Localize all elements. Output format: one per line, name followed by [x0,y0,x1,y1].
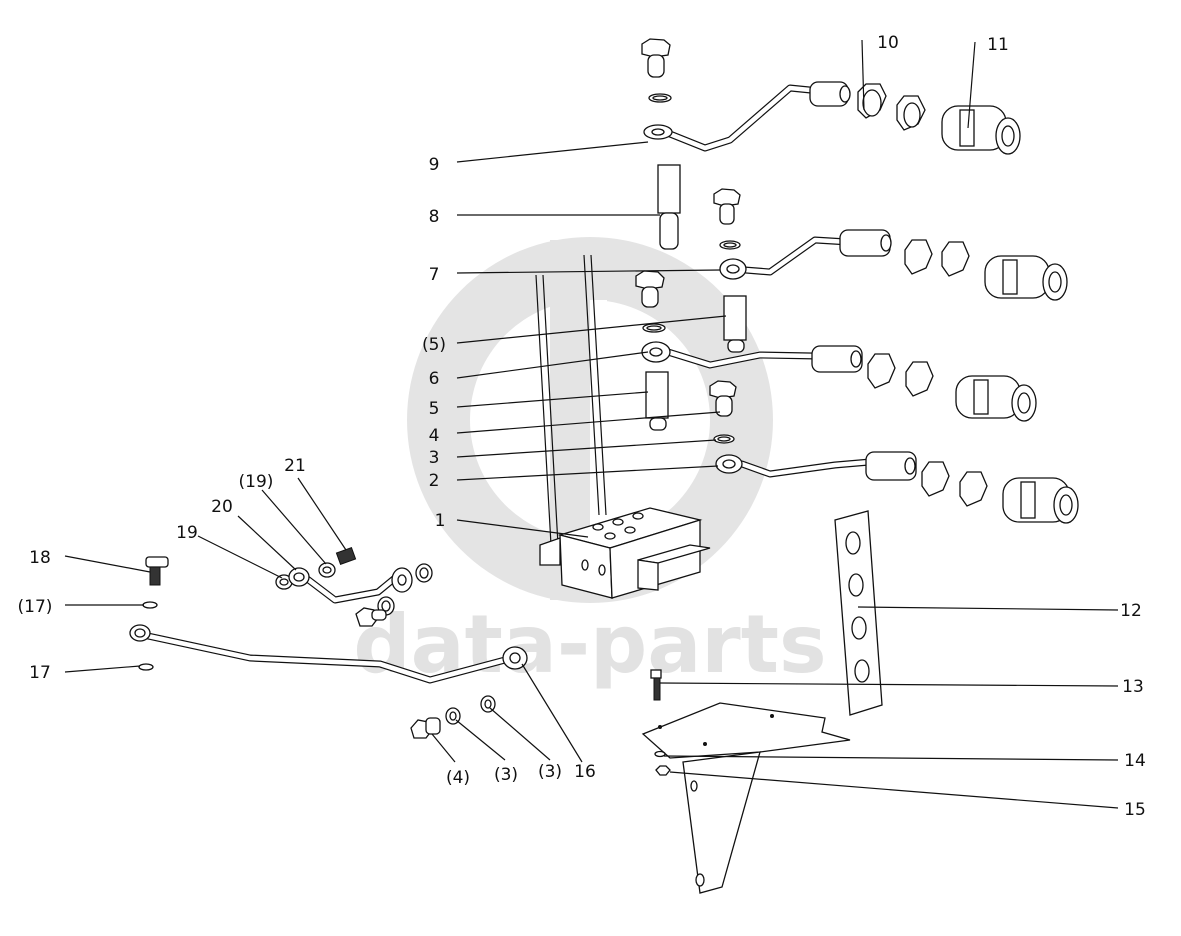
callout-21: 21 [284,456,306,476]
banjo-bolt-top [641,38,672,103]
callout-1: 1 [435,511,446,531]
bolt-4-bottom [410,695,496,739]
callout-13: 13 [1122,677,1144,697]
callout-11: 11 [987,35,1009,55]
watermark-text: data-parts [353,598,826,691]
callout-18: 18 [29,548,51,568]
callout-15: 15 [1124,800,1146,820]
callout-20: 20 [211,497,233,517]
pipe-9 [643,81,1021,155]
callout-7: 7 [429,265,440,285]
callout-3: 3 [429,448,440,468]
pipe-7 [719,229,1068,301]
pipe-left-upper [275,546,433,627]
callout-14: 14 [1124,751,1146,771]
bolt-13 [650,669,671,776]
callout-10: 10 [877,33,899,53]
callout-16: 16 [574,762,596,782]
pipe-2 [715,451,1079,524]
callout-4-paren: (4) [446,768,470,788]
bracket-12 [641,510,883,894]
callout-5: 5 [429,399,440,419]
callout-2: 2 [429,471,440,491]
callout-labels: 1 2 3 4 5 6 (5) 7 8 9 10 11 12 13 14 15 … [18,33,1146,820]
callout-19: 19 [176,523,198,543]
callout-4: 4 [429,426,440,446]
leader-lines [64,39,1119,809]
spacer-5 [645,371,669,431]
banjo-bolt-mid [635,270,666,333]
spacer-5-upper [723,295,747,353]
callout-3-paren-a: (3) [538,762,562,782]
valve-block [539,507,711,599]
pipe-16 [129,624,528,684]
banjo-bolt-7 [713,188,741,250]
bolt-4 [709,380,737,444]
callout-19-paren: (19) [239,472,274,492]
callout-6: 6 [429,369,440,389]
callout-3-paren-b: (3) [494,765,518,785]
callout-12: 12 [1120,601,1142,621]
callout-9: 9 [429,155,440,175]
callout-8: 8 [429,207,440,227]
callout-17: 17 [29,663,51,683]
bolt-18 [138,556,169,671]
spacer-8 [657,164,681,250]
callout-5-paren: (5) [422,335,446,355]
pipe-6 [641,341,1037,422]
callout-17-paren: (17) [18,597,53,617]
